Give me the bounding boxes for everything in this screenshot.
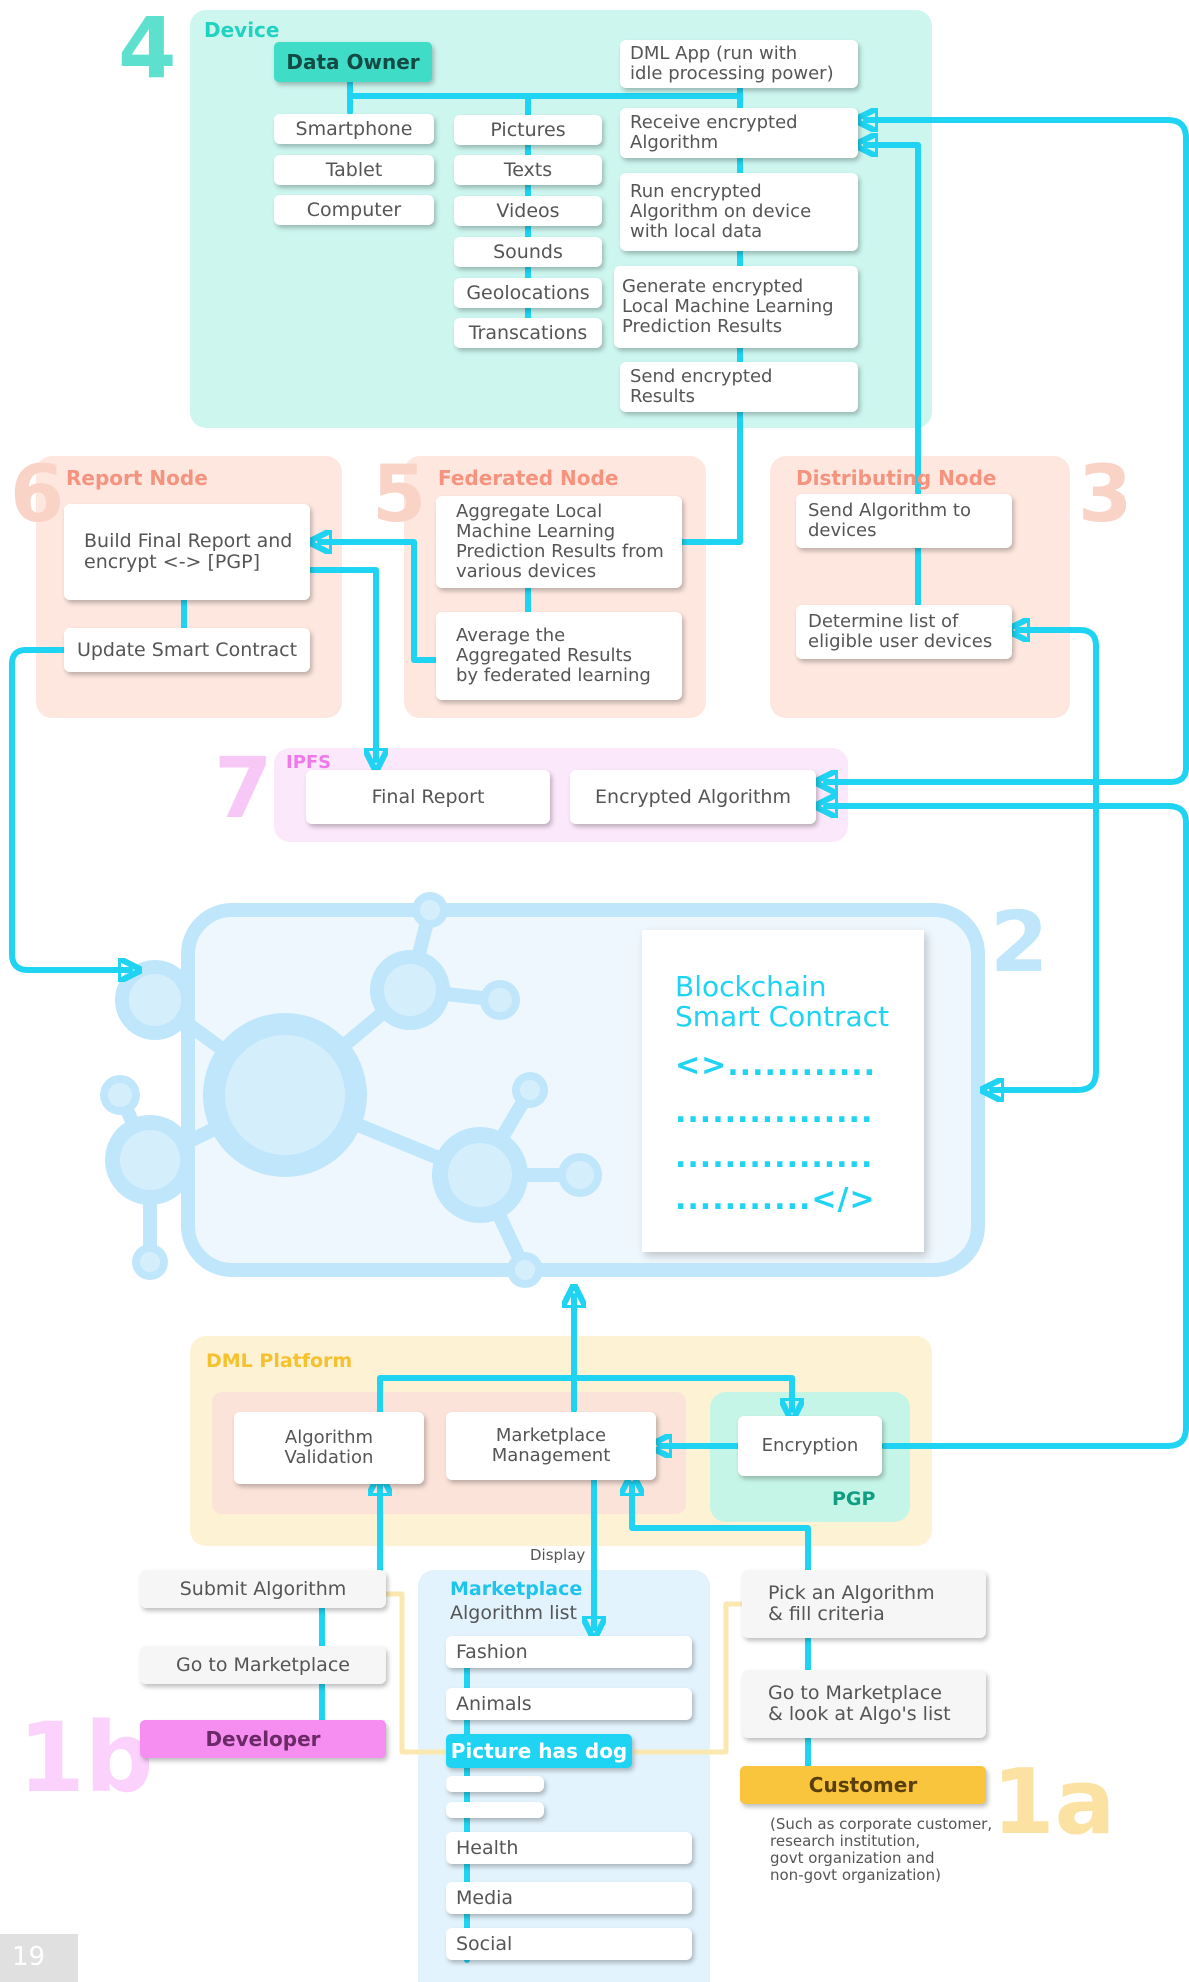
marketplace-title: Marketplace: [450, 1578, 583, 1600]
step-number-2: 2: [990, 893, 1049, 991]
developer-go-to-marketplace-button[interactable]: Go to Marketplace: [140, 1646, 386, 1684]
device-step-receive-algorithm: Receive encrypted Algorithm: [620, 108, 858, 158]
build-final-report-step: Build Final Report and encrypt <-> [PGP]: [64, 504, 310, 600]
ipfs-encrypted-algorithm: Encrypted Algorithm: [570, 770, 816, 824]
device-step-dml-app: DML App (run with idle processing power): [620, 40, 858, 88]
smart-contract-document: [642, 930, 924, 1252]
page-number-badge: [0, 1934, 78, 1982]
determine-devices-step: Determine list of eligible user devices: [796, 605, 1012, 659]
marketplace-item-animals[interactable]: Animals: [446, 1688, 692, 1720]
marketplace-item-blank-2[interactable]: [446, 1802, 544, 1818]
dml-platform-title: DML Platform: [206, 1350, 353, 1372]
marketplace-management: Marketplace Management: [446, 1412, 656, 1480]
pick-algorithm-button[interactable]: Pick an Algorithm & fill criteria: [742, 1570, 986, 1638]
device-smartphone: Smartphone: [274, 114, 434, 144]
data-type-videos: Videos: [454, 196, 602, 226]
send-algorithm-step: Send Algorithm to devices: [796, 494, 1012, 548]
device-step-run-algorithm: Run encrypted Algorithm on device with l…: [620, 173, 858, 251]
distributing-node-title: Distributing Node: [796, 466, 997, 490]
smart-contract-line-3: ................: [675, 1140, 874, 1175]
data-type-geolocations: Geolocations: [454, 278, 602, 308]
customer-note: (Such as corporate customer, research in…: [770, 1815, 993, 1884]
marketplace-item-blank-1[interactable]: [446, 1776, 544, 1792]
data-type-sounds: Sounds: [454, 237, 602, 267]
ipfs-final-report: Final Report: [306, 770, 550, 824]
data-type-transactions: Transcations: [454, 318, 602, 348]
ipfs-title: IPFS: [286, 752, 332, 773]
report-node-title: Report Node: [66, 466, 208, 490]
step-number-3: 3: [1078, 450, 1133, 540]
data-owner-label: Data Owner: [274, 42, 432, 82]
step-number-1b: 1b: [18, 1702, 154, 1814]
device-step-generate-results: Generate encrypted Local Machine Learnin…: [614, 266, 858, 348]
marketplace-item-media[interactable]: Media: [446, 1882, 692, 1914]
display-label: Display: [530, 1546, 586, 1564]
algorithm-validation: Algorithm Validation: [234, 1412, 424, 1484]
smart-contract-line-2: ................: [675, 1095, 874, 1130]
customer-label: Customer: [740, 1766, 986, 1804]
aggregate-results-step: Aggregate Local Machine Learning Predict…: [436, 496, 682, 588]
device-title: Device: [204, 18, 280, 42]
smart-contract-line-4: ...........</>: [675, 1182, 876, 1217]
device-computer: Computer: [274, 195, 434, 225]
marketplace-subtitle: Algorithm list: [450, 1602, 577, 1624]
federated-node-title: Federated Node: [438, 466, 619, 490]
customer-go-to-marketplace-button[interactable]: Go to Marketplace & look at Algo's list: [742, 1670, 986, 1738]
step-number-6: 6: [10, 450, 65, 540]
marketplace-item-fashion[interactable]: Fashion: [446, 1636, 692, 1668]
marketplace-item-social[interactable]: Social: [446, 1928, 692, 1960]
smart-contract-line-1: <>............: [675, 1048, 877, 1083]
marketplace-item-picture-has-dog[interactable]: Picture has dog: [446, 1734, 632, 1768]
submit-algorithm-button[interactable]: Submit Algorithm: [140, 1570, 386, 1608]
step-number-1a: 1a: [992, 1750, 1116, 1855]
data-type-texts: Texts: [454, 155, 602, 185]
step-number-7: 7: [214, 739, 273, 837]
update-smart-contract-step: Update Smart Contract: [64, 628, 310, 672]
page-number: 19: [12, 1942, 46, 1972]
step-number-5: 5: [372, 450, 427, 540]
smart-contract-title: Blockchain Smart Contract: [675, 970, 890, 1033]
encryption: Encryption: [738, 1416, 882, 1476]
pgp-label: PGP: [832, 1488, 876, 1510]
average-results-step: Average the Aggregated Results by federa…: [436, 612, 682, 700]
device-step-send-results: Send encrypted Results: [620, 362, 858, 412]
step-number-4: 4: [118, 0, 177, 97]
marketplace-item-health[interactable]: Health: [446, 1832, 692, 1864]
device-tablet: Tablet: [274, 155, 434, 185]
developer-label: Developer: [140, 1720, 386, 1758]
data-type-pictures: Pictures: [454, 115, 602, 145]
